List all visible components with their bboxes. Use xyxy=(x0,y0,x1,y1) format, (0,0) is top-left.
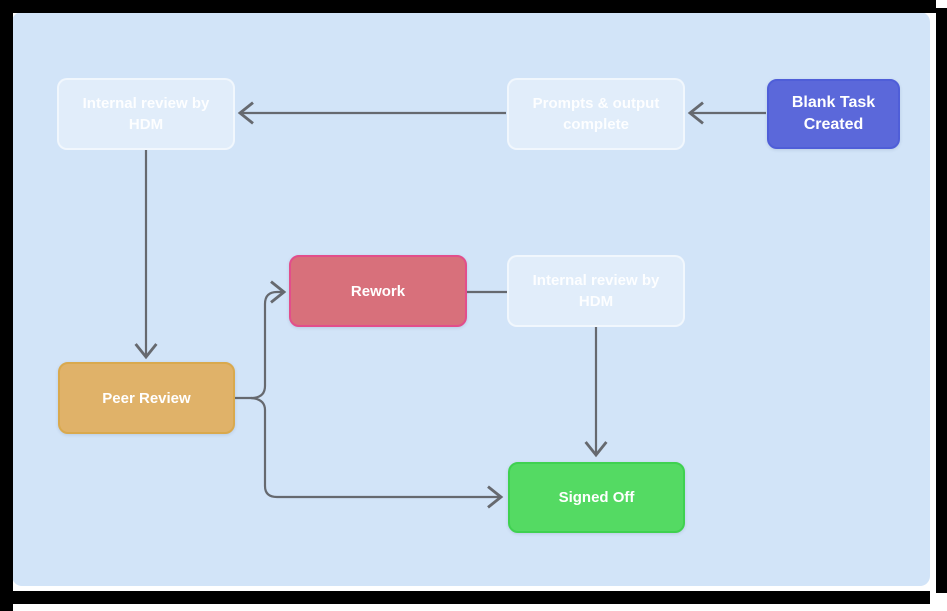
node-label: Peer Review xyxy=(102,389,191,407)
frame-border-left xyxy=(0,0,13,611)
node-label: Signed Off xyxy=(558,489,635,506)
frame-border-top xyxy=(0,0,936,13)
node-peer-review[interactable]: Peer Review xyxy=(58,362,235,434)
node-label: Blank Task Created xyxy=(791,93,876,133)
edge-peer-review-to-signed-off[interactable] xyxy=(250,396,504,509)
node-label: Rework xyxy=(350,282,406,300)
edge-peer-review-to-rework[interactable] xyxy=(235,280,287,400)
node-rework[interactable]: Rework xyxy=(289,255,467,327)
node-internal-review-top[interactable]: Internal review by HDM xyxy=(57,78,235,150)
node-blank-task[interactable]: Blank Task Created xyxy=(767,79,900,149)
node-label: Internal review by HDM xyxy=(82,95,210,133)
frame-border-right xyxy=(936,8,947,593)
frame-border-bottom xyxy=(0,591,930,604)
node-prompts-output[interactable]: Prompts & output complete xyxy=(507,78,685,150)
node-internal-review-mid[interactable]: Internal review by HDM xyxy=(507,255,685,327)
node-label: Prompts & output complete xyxy=(532,95,660,133)
node-signed-off[interactable]: Signed Off xyxy=(508,462,685,533)
node-label: Internal review by HDM xyxy=(532,272,660,310)
